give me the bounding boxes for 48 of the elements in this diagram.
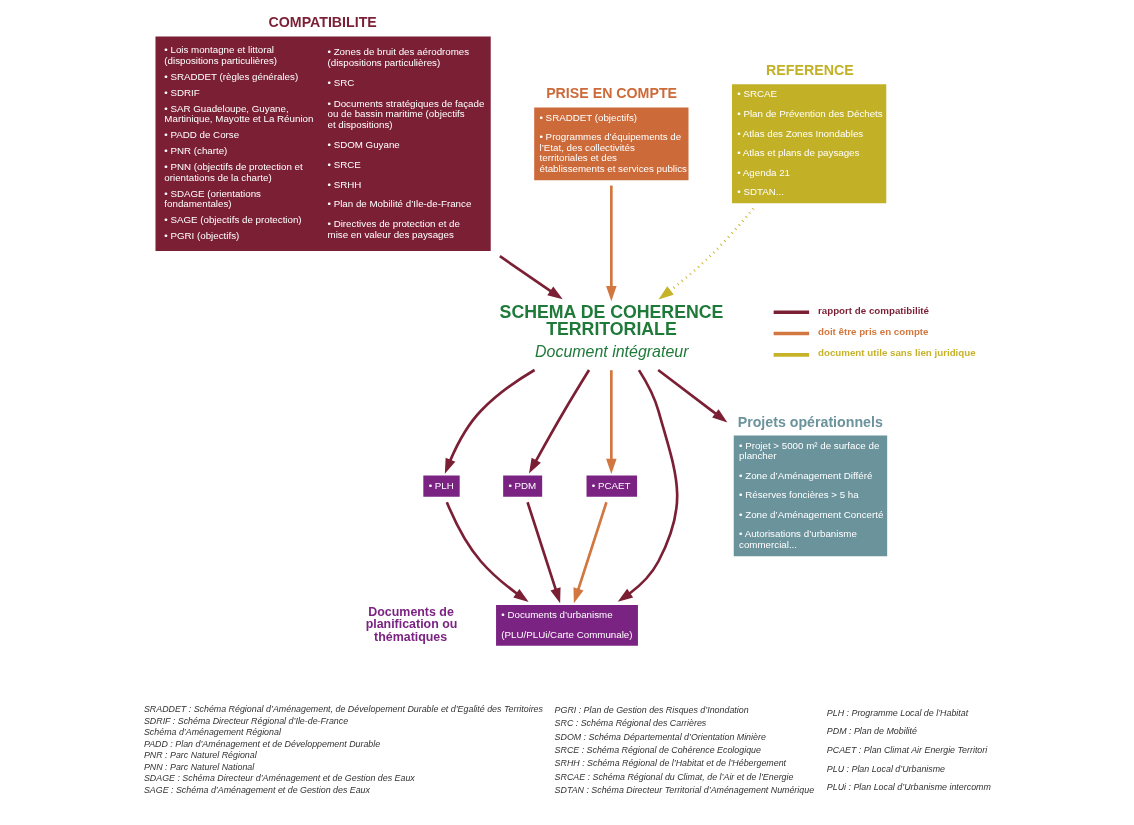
node-label: COMPATIBILITE	[268, 14, 377, 31]
node-box: • PCAET	[586, 475, 638, 497]
label: SRADDET : Schéma Régional d’Aménagement, de Dévelopement Durable et d’Egalité des Territoires	[143, 704, 543, 715]
label: SDRIF : Schéma Directeur Régional d’Ile-de-France	[143, 715, 349, 726]
arrow	[606, 185, 617, 302]
label: PLUi : Plan Local d’Urbanisme intercomm	[826, 781, 991, 792]
label: Documents de planification ou thématiques	[365, 604, 458, 644]
label: SDTAN : Schéma Directeur Territorial d’Aménagement Numérique	[554, 784, 815, 795]
arrow	[499, 255, 563, 300]
node-box: • Documents d’urbanisme (PLU/PLUi/Carte Communale)	[496, 604, 638, 646]
node-box: • PDM	[503, 475, 543, 497]
label: PNN : Parc Naturel National	[143, 761, 255, 772]
label: PADD : Plan d’Aménagement et de Développement Durable	[143, 738, 381, 749]
label: PLU : Plan Local d’Urbanisme	[826, 763, 946, 774]
label: SRCAE : Schéma Régional du Climat, de l’Air et de l’Energie	[554, 771, 794, 782]
label: SDOM : Schéma Départemental d’Orientation Minière	[554, 731, 766, 742]
label: SDAGE : Schéma Directeur d’Aménagement et de Gestion des Eaux	[143, 773, 415, 784]
arrow	[444, 368, 536, 474]
arrow	[573, 501, 608, 604]
node-box: • Projet > 5000 m² de surface de plancher • Zone d’Aménagement Différé • Réserves foncières > 5 ha • Zone d’Aménagement Concerté • Autorisations d’urbanisme commercial...	[733, 435, 888, 557]
legend-label: rapport de compatibilité	[817, 304, 930, 316]
label: PLH : Programme Local de l’Habitat	[826, 707, 969, 718]
label: PCAET : Plan Climat Air Energie Territori	[826, 745, 988, 756]
label: SRHH : Schéma Régional de l’Habitat et de l’Hébergement	[554, 758, 787, 769]
node-label: Projets opérationnels	[737, 413, 883, 430]
node-label: PRISE EN COMPTE	[546, 85, 678, 102]
node-label: REFERENCE	[766, 62, 854, 79]
arrow	[658, 207, 755, 300]
arrow	[617, 369, 679, 602]
label: Schéma d’Aménagement Régional	[143, 727, 281, 738]
label: PGRI : Plan de Gestion des Risques d’Inondation	[554, 705, 749, 716]
legend-label: document utile sans lien juridique	[817, 347, 976, 359]
arrow	[529, 369, 591, 474]
label: SRC : Schéma Régional des Carrières	[554, 718, 707, 729]
label: PNR : Parc Naturel Régional	[143, 750, 257, 761]
node-text: SCHEMA DE COHERENCE TERRITORIALE Document intégrateur	[499, 301, 724, 360]
label: SRCE : Schéma Régional de Cohérence Ecologique	[554, 745, 761, 756]
node-box: • Lois montagne et littoral (dispositions particulières) • SRADDET (règles générales) • SDRIF • SAR Guadeloupe, Guyane, Martinique, Mayotte et La Réunion • PADD de Corse • PNR (charte) • PNN (objectifs de protection et orientations de la charte) • SDAGE (orientations fondamentales) • SAGE (objectifs de protection) • PGRI (objectifs) • Zones de bruit des aérodromes (dispositions particulières) • SRC • Documents stratégiques de façade ou de bassin maritime (objectifs et dispositions) • SDOM Guyane • SRCE • SRHH • Plan de Mobilité d’Ile-de-France • Directives de protection et de mise en valeur des paysages	[155, 36, 491, 252]
legend-label: doit être pris en compte	[817, 326, 929, 338]
label: PDM : Plan de Mobilité	[826, 726, 917, 737]
arrow	[526, 501, 561, 604]
arrow	[606, 370, 617, 474]
node-box: • PLH	[423, 475, 460, 497]
node-box: • SRCAE • Plan de Prévention des Déchets • Atlas des Zones Inondables • Atlas et plans de paysages • Agenda 21 • SDTAN...	[731, 84, 887, 204]
node-box: • SRADDET (objectifs) • Programmes d’équipements de l’Etat, des collectivités territoriales et des établissements et services publics	[534, 107, 689, 181]
arrow	[657, 368, 728, 423]
arrow	[445, 501, 529, 602]
label: SAGE : Schéma d’Aménagement et de Gestion des Eaux	[143, 784, 370, 795]
